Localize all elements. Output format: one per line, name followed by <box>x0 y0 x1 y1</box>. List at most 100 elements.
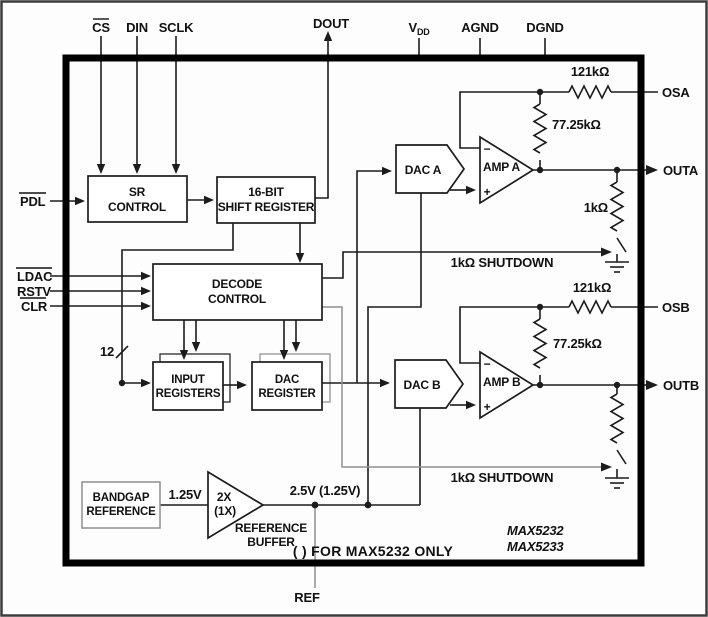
pin-agnd: AGND <box>461 20 498 35</box>
channel-b-wiring <box>450 299 658 489</box>
pin-outa: OUTA <box>663 163 699 178</box>
wire-shift-register-to-input-registers-bus <box>115 223 234 388</box>
junction-dot <box>613 166 621 174</box>
bandgap-label-2: REFERENCE <box>86 506 156 518</box>
pin-ref: REF <box>294 590 320 605</box>
decode-control-label-2: CONTROL <box>208 292 266 306</box>
junction-dot <box>364 501 372 509</box>
amp-a-plus: + <box>484 185 491 199</box>
junction-dot <box>118 379 126 387</box>
wire-dac-register-to-dac-b <box>322 378 390 388</box>
pin-dgnd: DGND <box>526 20 563 35</box>
decode-control-label-1: DECODE <box>212 277 262 291</box>
resistor-77k-b <box>532 318 548 369</box>
amp-a-minus: − <box>484 142 491 156</box>
resistor-1k-a-label: 1kΩ <box>584 200 608 215</box>
resistor-121k-b <box>568 299 612 315</box>
shutdown-a-label: 1kΩ SHUTDOWN <box>451 255 554 270</box>
dac-register-box <box>251 361 323 411</box>
shutdown-switch-b-icon <box>616 449 627 465</box>
pin-rstv: RSTV <box>17 284 51 299</box>
resistor-77k-a-label: 77.25kΩ <box>552 117 601 132</box>
bus-width-label: 12 <box>100 344 114 359</box>
resistor-77k-b-label: 77.25kΩ <box>553 336 602 351</box>
resistor-1k-b <box>609 393 625 444</box>
pin-clr: CLR <box>21 299 48 314</box>
sr-control-label-1: SR <box>129 185 146 199</box>
ground-a-icon <box>605 254 629 273</box>
dac-a-label: DAC A <box>405 163 442 177</box>
wire-sr-to-shift-register <box>187 195 214 205</box>
shift-register-label-2: SHIFT REGISTER <box>218 200 315 214</box>
wire-input-registers-to-dac-register <box>223 380 247 390</box>
amp-a-label: AMP A <box>483 160 521 174</box>
ref-buffer-gain-1: 2X <box>217 490 231 504</box>
paren-note: ( ) FOR MAX5232 ONLY <box>293 543 454 559</box>
wire-decode-to-input-registers <box>179 320 201 360</box>
dac-a-symbol <box>395 144 466 194</box>
pin-cs: CS <box>92 20 110 35</box>
bandgap-label-1: BANDGAP <box>93 492 150 504</box>
pin-sclk: SCLK <box>159 20 194 35</box>
pin-pdl: PDL <box>20 194 46 209</box>
dac-register-label-2: REGISTER <box>258 388 316 400</box>
resistor-121k-b-label: 121kΩ <box>573 280 611 295</box>
wire-shift-register-to-decode <box>295 223 305 263</box>
dac-register-label-1: DAC <box>275 374 299 386</box>
junction-dot <box>536 166 544 174</box>
ref-buffer-label-2: BUFFER <box>247 535 295 549</box>
part-number-1: MAX5232 <box>507 523 564 538</box>
junction-dot <box>613 381 621 389</box>
ref-buffer-label-1: REFERENCE <box>235 521 307 535</box>
bandgap-voltage-label: 1.25V <box>169 487 203 502</box>
shift-register-box <box>216 176 316 224</box>
junction-dot <box>536 88 544 96</box>
junction-dot <box>311 501 319 509</box>
shutdown-b-label: 1kΩ SHUTDOWN <box>451 470 554 485</box>
pin-osb: OSB <box>662 300 690 315</box>
pin-vdd-subscript: DD <box>417 27 430 37</box>
input-registers-label-2: REGISTERS <box>156 388 221 400</box>
amp-b-plus: + <box>484 400 491 414</box>
wire-shutdown-b <box>322 306 612 472</box>
dac-b-label: DAC B <box>404 378 442 392</box>
wire-shutdown-a <box>322 247 612 279</box>
pin-outb: OUTB <box>663 378 699 393</box>
pin-ldac: LDAC <box>17 269 53 284</box>
amp-b-label: AMP B <box>483 375 521 389</box>
sr-control-label-2: CONTROL <box>108 200 166 214</box>
sr-control-box <box>87 175 188 223</box>
ground-b-icon <box>605 469 629 489</box>
chip-boundary <box>62 54 645 567</box>
amp-b-minus: − <box>484 357 491 371</box>
part-number-2: MAX5233 <box>507 539 564 554</box>
wire-dout <box>315 31 333 199</box>
reference-buffer-triangle <box>207 470 265 540</box>
bandgap-reference-box <box>81 481 161 529</box>
input-registers-label-1: INPUT <box>171 374 205 386</box>
shift-register-label-1: 16-BIT <box>248 185 284 199</box>
resistor-1k-a <box>609 181 625 232</box>
pin-dout: DOUT <box>313 16 349 31</box>
ref-voltage-label: 2.5V (1.25V) <box>290 483 361 498</box>
junction-dot <box>536 381 544 389</box>
resistor-77k-a <box>532 103 548 154</box>
wire-dac-register-to-dac-a <box>356 166 392 383</box>
outa-arrowhead <box>646 165 658 175</box>
outb-arrowhead <box>646 380 658 390</box>
resistor-121k-a-label: 121kΩ <box>571 64 609 79</box>
junction-dot <box>536 303 544 311</box>
resistor-121k-a <box>568 84 612 100</box>
dac-b-symbol <box>394 359 465 409</box>
ref-buffer-gain-2: (1X) <box>214 504 236 518</box>
wire-reference-net <box>160 193 422 588</box>
pin-osa: OSA <box>662 85 690 100</box>
amp-a-symbol <box>479 135 535 205</box>
bus-width-tick <box>115 345 129 359</box>
amp-b-symbol <box>479 350 535 420</box>
input-registers-box <box>152 361 224 411</box>
pin-vdd: V <box>409 20 418 35</box>
wire-decode-to-dac-register <box>279 320 301 360</box>
